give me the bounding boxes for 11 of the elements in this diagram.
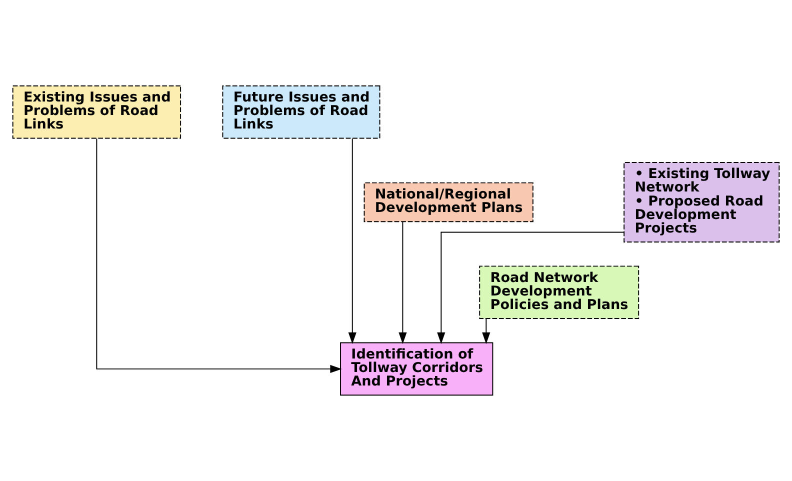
arrow — [437, 232, 624, 344]
arrow — [348, 138, 356, 344]
arrow — [482, 318, 490, 344]
node-box: National/Regional Development Plans — [364, 182, 534, 222]
arrow — [96, 138, 342, 374]
node-box: Existing Issues and Problems of Road Links — [12, 85, 182, 139]
node-box: Future Issues and Problems of Road Links — [222, 85, 380, 139]
node-box: • Existing Tollway Network • Proposed Road Development Projects — [624, 162, 780, 242]
arrow — [398, 221, 407, 344]
node-box: Identification of Tollway Corridors And Projects — [340, 342, 494, 396]
node-box: Road Network Development Policies and Plans — [479, 266, 640, 320]
